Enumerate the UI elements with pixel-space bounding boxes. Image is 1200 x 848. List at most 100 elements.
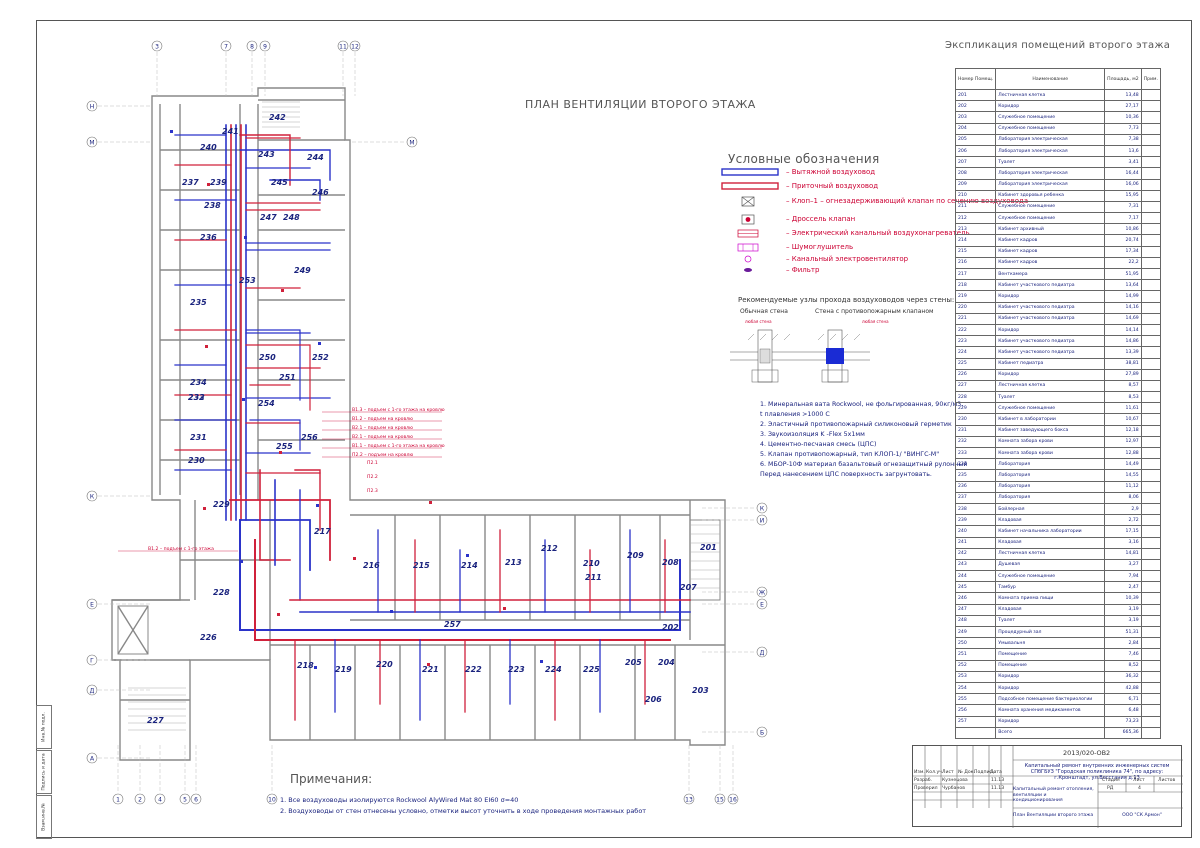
room-area-cell: 7,73 [1104, 122, 1142, 135]
room-number-241: 241 [222, 127, 239, 136]
explication-header-number: Номер Помещ. [954, 68, 997, 90]
air-terminal [240, 560, 243, 563]
room-number-cell: 223 [954, 335, 997, 348]
room-note-cell [1140, 458, 1162, 471]
axis-bubble [112, 793, 124, 805]
room-area-cell: 14,55 [1104, 469, 1142, 482]
exhaust-duct [245, 329, 301, 401]
room-name-cell: Кабинет участкового педиатра [995, 335, 1106, 348]
axis-label-bottom: 16 [729, 797, 737, 804]
room-area-cell: 8,53 [1104, 391, 1142, 404]
axis-label-right: И [760, 518, 765, 525]
room-number-cell: 256 [954, 704, 997, 717]
room-name-cell: Кабинет педиатра [995, 357, 1106, 370]
sheet-name: План Вентиляции второго этажа [1013, 813, 1094, 818]
room-note-cell [1140, 648, 1162, 661]
room-number-217: 217 [314, 527, 331, 536]
room-name-cell: Коридор [995, 368, 1106, 381]
room-number-cell: 245 [954, 581, 997, 594]
explication-header-area: Площадь, м2 [1104, 68, 1142, 90]
room-note-cell [1140, 144, 1162, 158]
axis-bubble [179, 793, 191, 805]
stamp-head-cell: Дата [990, 770, 1002, 775]
axis-label-top: 9 [263, 44, 267, 51]
room-area-cell: 7,94 [1104, 570, 1142, 583]
axis-bubble [259, 40, 271, 52]
room-note-cell [1140, 256, 1162, 270]
room-area-cell: 6,71 [1104, 693, 1142, 706]
room-area-cell: 13,39 [1104, 346, 1142, 359]
axis-bubble [756, 726, 768, 738]
axis-label-top: 8 [250, 44, 254, 51]
room-area-cell: 13,64 [1104, 279, 1142, 292]
room-area-cell: 3,19 [1104, 603, 1142, 616]
system-tag: П2.2 [367, 474, 378, 480]
room-name-cell: Лестничная клетка [995, 379, 1106, 393]
room-note-cell [1140, 424, 1162, 437]
air-terminal [316, 504, 319, 507]
exhaust-duct [239, 519, 681, 631]
axis-bubble [756, 586, 768, 598]
room-name-cell: Коридор [995, 323, 1106, 337]
room-area-cell: 2,47 [1104, 581, 1142, 594]
room-number-206: 206 [645, 695, 662, 704]
room-number-cell: 238 [954, 502, 997, 516]
room-area-cell: 10,39 [1104, 592, 1142, 605]
room-area-cell: 3,19 [1104, 614, 1142, 628]
room-number-cell: 243 [954, 558, 997, 572]
room-number-234: 234 [190, 378, 207, 387]
room-area-cell: 2,9 [1104, 502, 1142, 516]
wall-fire-tag: любая стена [862, 319, 889, 324]
room-number-cell: 224 [954, 346, 997, 359]
room-area-cell: 20,74 [1104, 234, 1142, 247]
room-area-cell: 14,14 [1104, 323, 1142, 337]
room-note-cell [1140, 670, 1162, 683]
room-number-cell: 252 [954, 659, 997, 672]
air-terminal [503, 607, 506, 610]
axis-bubble [349, 40, 361, 52]
room-name-cell: Коридор [995, 670, 1106, 683]
axis-bubble [266, 793, 278, 805]
room-note-cell [1140, 245, 1162, 258]
axis-bubble [86, 100, 98, 112]
wall-node-leader [747, 333, 755, 341]
room-name-cell: Туалет [995, 391, 1106, 404]
room-name-cell: Кабинет участкового педиатра [995, 346, 1106, 359]
room-number-223: 223 [508, 665, 525, 674]
room-note-cell [1140, 502, 1162, 516]
wall-note-item: t плавления >1000 С [760, 411, 830, 418]
room-area-cell: 15,95 [1104, 189, 1142, 202]
room-number-218: 218 [297, 661, 314, 670]
room-area-cell: 11,61 [1104, 402, 1142, 415]
room-number-cell: 250 [954, 637, 997, 650]
room-name-cell: Кабинет кадров [995, 234, 1106, 247]
room-number-238: 238 [204, 201, 221, 210]
room-area-cell: 3,16 [1104, 536, 1142, 549]
room-name-cell: Кабинет участкового педиатра [995, 279, 1106, 292]
room-number-216: 216 [363, 561, 380, 570]
supply-duct-symbol [721, 182, 779, 190]
room-number-257: 257 [444, 620, 461, 629]
axis-bubble [406, 136, 418, 148]
room-area-cell: 14,69 [1104, 312, 1142, 325]
room-note-cell [1140, 525, 1162, 538]
wall-node-bottom [821, 369, 849, 383]
room-note-cell [1140, 469, 1162, 482]
axis-bubble [86, 598, 98, 610]
room-note-cell [1140, 111, 1162, 124]
